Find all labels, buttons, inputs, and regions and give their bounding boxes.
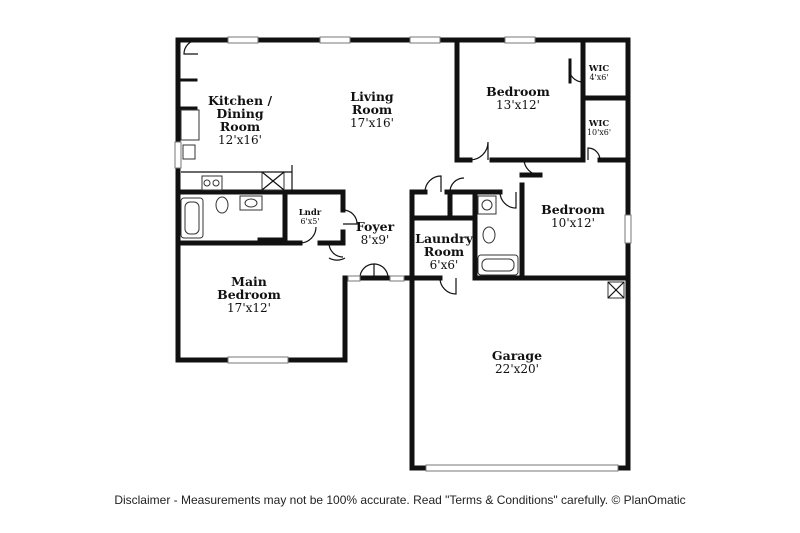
- room-foyer: Foyer 8'x9': [356, 219, 395, 247]
- living-name-2: Room: [352, 102, 392, 117]
- wic1-name: WIC: [588, 64, 610, 74]
- bedroom2-dim: 10'x12': [551, 216, 595, 230]
- interior-walls: [175, 37, 631, 281]
- garage-name: Garage: [492, 348, 542, 363]
- room-living: Living Room 17'x16': [350, 89, 394, 130]
- room-bedroom-2: Bedroom 10'x12': [541, 202, 605, 230]
- living-dim: 17'x16': [350, 116, 394, 130]
- laundry-dim: 6'x6': [430, 258, 459, 272]
- laundry-name-1: Laundry: [415, 231, 473, 246]
- laundry-name-2: Room: [424, 244, 464, 259]
- disclaimer-text: Disclaimer - Measurements may not be 100…: [114, 493, 686, 507]
- kitchen-dim: 12'x16': [218, 133, 262, 147]
- wic2-dim: 10'x6': [587, 128, 611, 137]
- wic1-dim: 4'x6': [589, 73, 608, 82]
- main-bedroom-name-1: Main: [231, 274, 267, 289]
- fixtures: [180, 109, 625, 299]
- room-lndr: Lndr 6'x5': [299, 208, 322, 226]
- main-bedroom-name-2: Bedroom: [217, 287, 281, 302]
- lndr-dim: 6'x5': [300, 217, 319, 226]
- room-wic-1: WIC 4'x6': [588, 64, 610, 82]
- main-bedroom-dim: 17'x12': [227, 301, 271, 315]
- room-wic-2: WIC 10'x6': [587, 119, 611, 137]
- room-laundry: Laundry Room 6'x6': [415, 231, 473, 272]
- kitchen-name-2: Dining: [216, 106, 264, 121]
- room-garage: Garage 22'x20': [492, 348, 542, 376]
- foyer-dim: 8'x9': [361, 233, 390, 247]
- living-name-1: Living: [350, 89, 394, 104]
- kitchen-name-1: Kitchen /: [208, 93, 272, 108]
- doors: [183, 39, 601, 295]
- room-kitchen: Kitchen / Dining Room 12'x16': [208, 93, 272, 147]
- room-bedroom-1: Bedroom 13'x12': [486, 84, 550, 112]
- wic2-name: WIC: [588, 119, 610, 129]
- lndr-name: Lndr: [299, 208, 322, 218]
- bedroom2-name: Bedroom: [541, 202, 605, 217]
- bedroom1-dim: 13'x12': [496, 98, 540, 112]
- bedroom1-name: Bedroom: [486, 84, 550, 99]
- windows: [174, 36, 632, 472]
- kitchen-name-3: Room: [220, 119, 260, 134]
- room-main-bedroom: Main Bedroom 17'x12': [217, 274, 281, 315]
- garage-dim: 22'x20': [495, 362, 539, 376]
- foyer-name: Foyer: [356, 219, 395, 234]
